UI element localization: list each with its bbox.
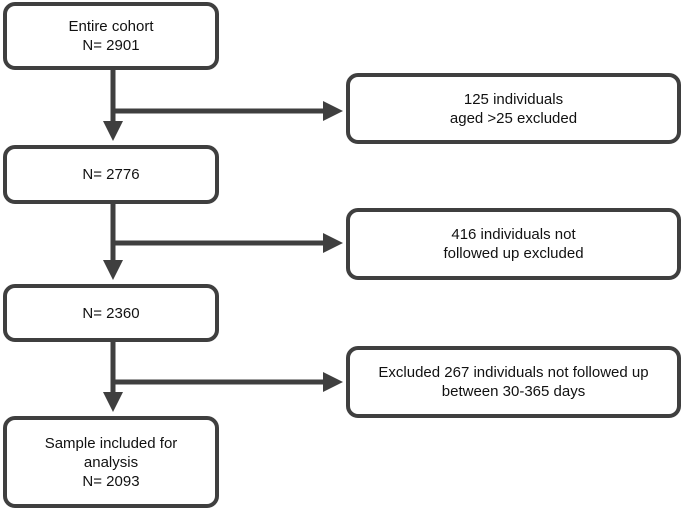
sample-included-label-cont: analysis	[83, 453, 139, 471]
n-2360-count: N= 2360	[82, 304, 140, 322]
sample-included-box: Sample included for analysis N= 2093	[3, 416, 219, 508]
excluded-aged-line-2: aged >25 excluded	[449, 109, 578, 127]
excluded-30-365-line-1: Excluded 267 individuals not followed up	[378, 364, 649, 381]
excluded-30-365-box: Excluded 267 individuals not followed up…	[346, 346, 681, 418]
sample-included-label: Sample included for	[44, 434, 178, 452]
entire-cohort-count: N= 2901	[82, 37, 140, 54]
excluded-aged-box: 125 individuals aged >25 excluded	[346, 73, 681, 144]
n-2776-count: N= 2776	[82, 166, 140, 183]
entire-cohort-label: Entire cohort	[68, 18, 154, 35]
excluded-30-365-line-2: between 30-365 days	[441, 383, 586, 400]
excluded-not-followed-box: 416 individuals not followed up excluded	[346, 208, 681, 280]
entire-cohort-box: Entire cohort N= 2901	[3, 2, 219, 70]
sample-included-count: N= 2093	[82, 472, 140, 490]
n-2776-box: N= 2776	[3, 145, 219, 204]
n-2360-box: N= 2360	[3, 284, 219, 342]
excluded-aged-line-1: 125 individuals	[463, 90, 564, 108]
excluded-not-followed-line-1: 416 individuals not	[451, 226, 576, 243]
excluded-not-followed-line-2: followed up excluded	[443, 245, 584, 262]
